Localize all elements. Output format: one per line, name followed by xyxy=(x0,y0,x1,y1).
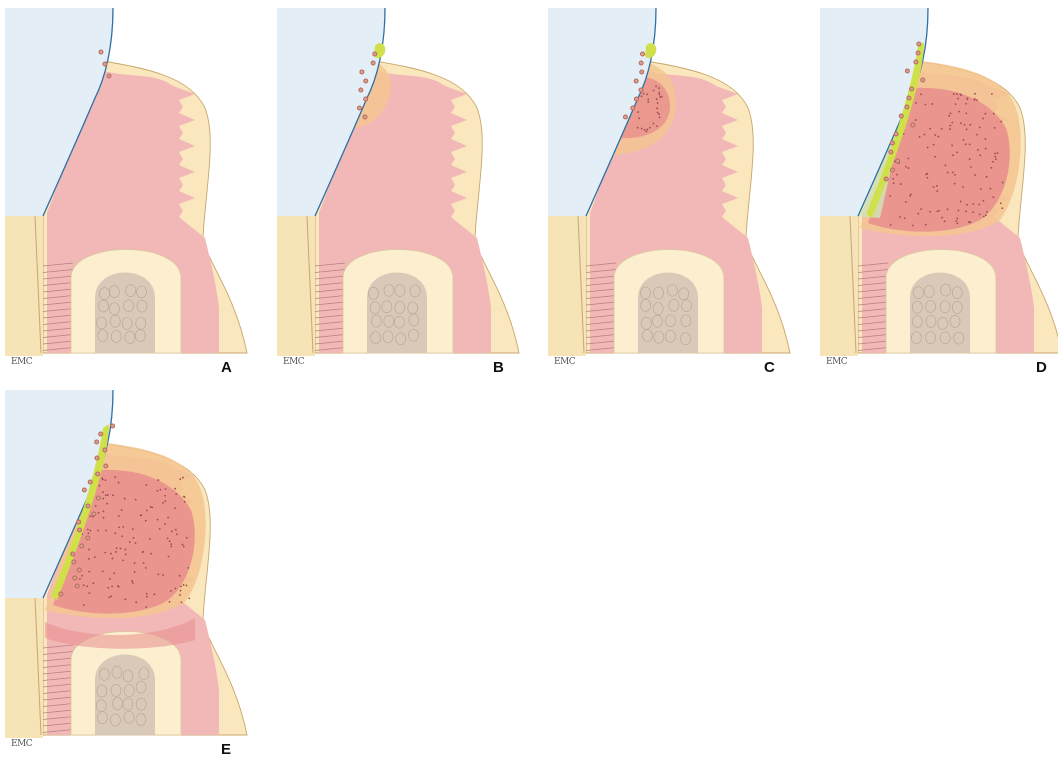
dental-plaque xyxy=(645,43,656,58)
panel-letter: C xyxy=(764,360,775,375)
panel-letter: D xyxy=(1036,360,1047,375)
bone-marrow xyxy=(95,273,155,354)
credit-mark: EMC xyxy=(826,358,847,367)
credit-mark: EMC xyxy=(11,740,32,749)
tooth-root xyxy=(5,216,43,356)
panel-illustration xyxy=(5,390,255,740)
panel-letter: A xyxy=(221,360,232,375)
bone-marrow xyxy=(638,273,698,354)
bone-marrow xyxy=(95,655,155,736)
tooth-root xyxy=(277,216,315,356)
tooth-root xyxy=(5,598,43,738)
tooth-root xyxy=(548,216,586,356)
panel-illustration xyxy=(5,8,255,358)
panel-illustration xyxy=(277,8,527,358)
panel-d: D EMC xyxy=(820,8,1058,378)
panel-b: B EMC xyxy=(277,8,527,378)
credit-mark: EMC xyxy=(11,358,32,367)
tooth-root xyxy=(820,216,858,356)
panel-illustration xyxy=(548,8,798,358)
panel-letter: E xyxy=(221,742,231,757)
panel-letter: B xyxy=(493,360,504,375)
credit-mark: EMC xyxy=(283,358,304,367)
credit-mark: EMC xyxy=(554,358,575,367)
panel-illustration xyxy=(820,8,1058,358)
panel-e: E EMC xyxy=(5,390,255,760)
panel-c: C EMC xyxy=(548,8,798,378)
panel-a: A EMC xyxy=(5,8,255,378)
